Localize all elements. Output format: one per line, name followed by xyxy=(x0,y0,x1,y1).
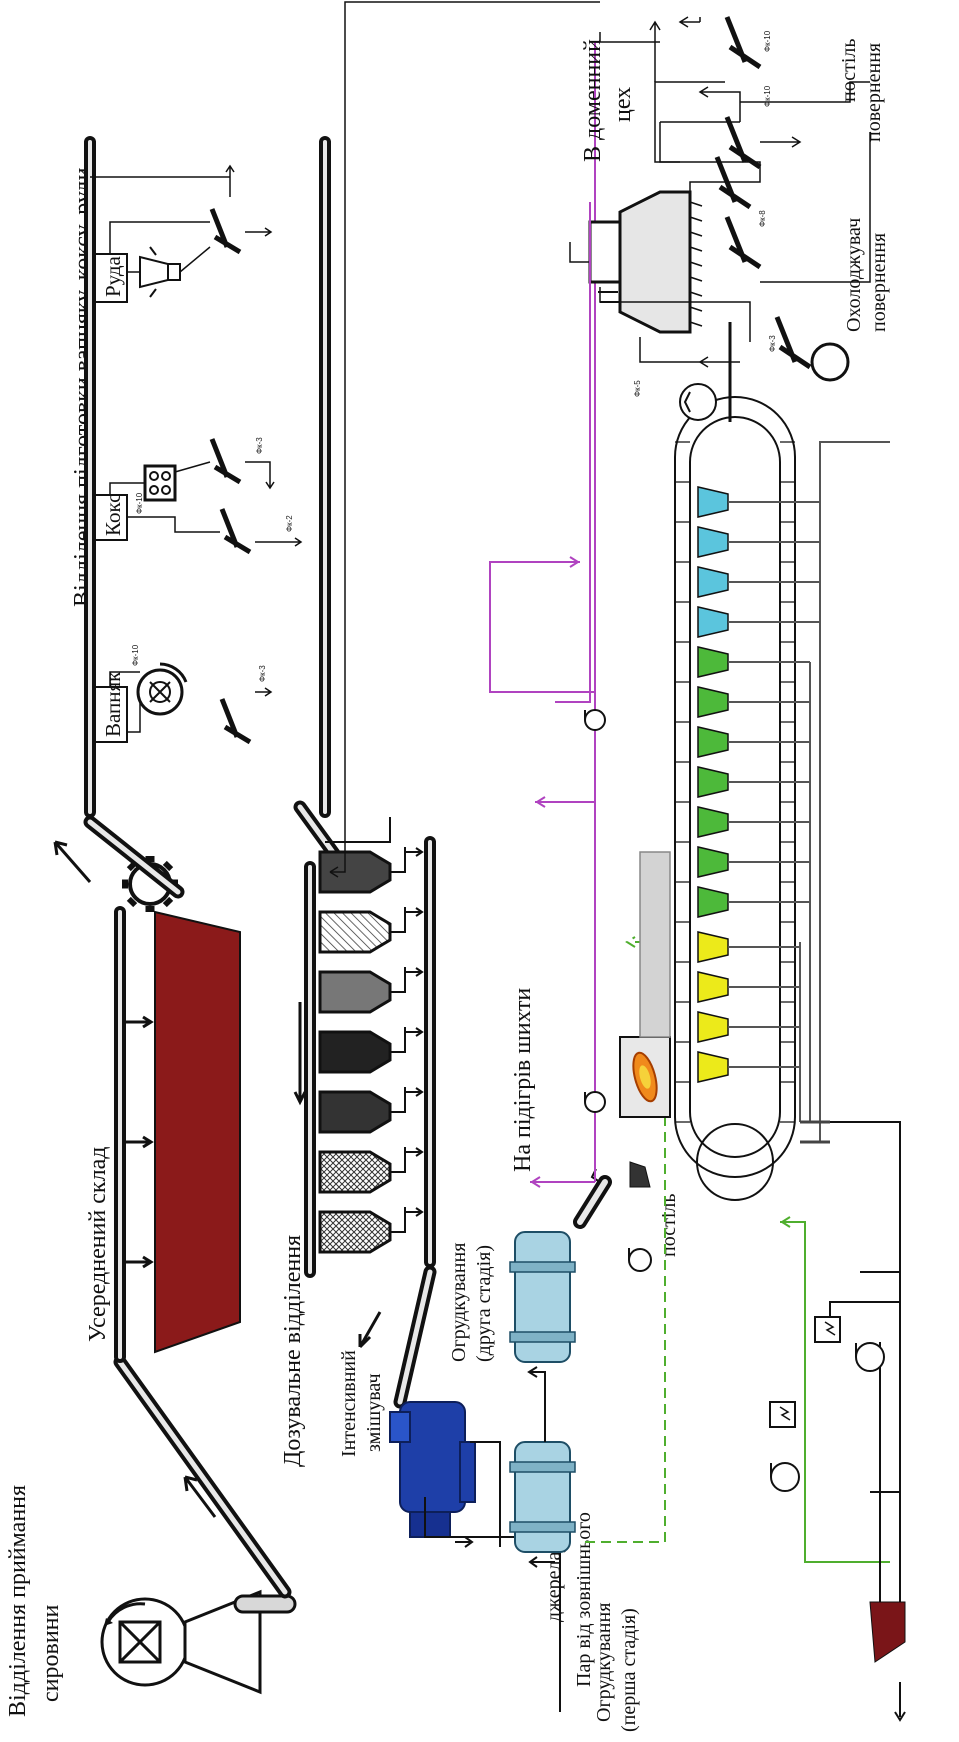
sinter-machine xyxy=(675,384,795,1200)
preheating-hood xyxy=(640,852,670,1037)
pelletizer-drum-stage1 xyxy=(510,1442,575,1552)
pelletizing-stage1-label-line1: Огрудкування xyxy=(593,1603,615,1722)
svg-text:Фк-2: Фк-2 xyxy=(285,515,294,532)
svg-text:Фк-10: Фк-10 xyxy=(131,644,140,666)
hearth-layer-label-left: постіль xyxy=(658,1194,680,1257)
return-sinter-line xyxy=(330,2,600,872)
cooler-returns-label-line1: Охолоджувач xyxy=(843,218,865,332)
flow-arrow-icon xyxy=(55,842,90,882)
limestone-label: Вапняк xyxy=(101,671,125,737)
wind-box xyxy=(698,607,728,637)
return-label-right: повернення xyxy=(863,43,885,142)
sinter-cooler-icon xyxy=(590,192,702,332)
drive-sprocket xyxy=(697,1124,773,1200)
warehouse-pile xyxy=(155,912,240,1352)
pelletizing-stage2-label-line2: (друга стадія) xyxy=(473,1245,495,1362)
hammer-crusher-icon xyxy=(138,664,186,714)
svg-text:Фк-5: Фк-5 xyxy=(633,380,642,397)
charge-heating-label: На підігрів шихти xyxy=(510,988,536,1172)
electrostatic-filter-icon xyxy=(815,1317,840,1342)
wind-box xyxy=(698,1012,728,1042)
wagon-tippler-icon xyxy=(102,1599,188,1685)
gas-fan-icon xyxy=(585,1092,605,1112)
roller-crusher-icon xyxy=(145,466,175,500)
svg-text:Фк-3: Фк-3 xyxy=(258,665,267,682)
dosing-bin xyxy=(320,1032,390,1072)
svg-text:Фк-10: Фк-10 xyxy=(135,492,144,514)
svg-text:Фк-10: Фк-10 xyxy=(763,85,772,107)
hearth-layer-feeder xyxy=(630,1162,650,1187)
steam-source-label-line1: Пар від зовнішнього xyxy=(573,1512,595,1687)
pelletizer-drum-stage2 xyxy=(510,1232,575,1362)
wind-box xyxy=(698,567,728,597)
flow-arrow-icon xyxy=(295,1002,305,1102)
pelletizing-stage1-label-line2: (перша стадія) xyxy=(618,1608,640,1732)
wind-box xyxy=(698,887,728,917)
wind-box xyxy=(698,687,728,717)
prep-connection-lines xyxy=(90,166,301,732)
dosing-bin xyxy=(320,1092,390,1132)
dosing-department-label: Дозувальне відділення xyxy=(280,1235,306,1467)
svg-text:Фк-8: Фк-8 xyxy=(758,210,767,227)
dosing-feeders xyxy=(390,847,422,1232)
wind-box xyxy=(698,647,728,677)
svg-text:Фк-3: Фк-3 xyxy=(255,437,264,454)
svg-text:Фк-10: Фк-10 xyxy=(763,30,772,52)
exhaust-fan-icon xyxy=(856,1343,884,1371)
wind-box xyxy=(698,972,728,1002)
wind-box xyxy=(698,807,728,837)
hearth-layer-label-right: постіль xyxy=(838,39,860,102)
raw-receiving-label-line2: сировини xyxy=(38,1604,64,1702)
dosing-bins xyxy=(320,852,390,1252)
to-blast-furnace-label-line2: цех xyxy=(610,87,636,122)
dosing-bin xyxy=(320,1152,390,1192)
pallet-track xyxy=(675,397,795,1177)
intensive-mixer-label-line2: змішувач xyxy=(363,1373,385,1452)
intensive-mixer-label-line1: Інтенсивний xyxy=(338,1350,360,1457)
exhaust-ducts xyxy=(728,442,890,1142)
wind-box xyxy=(698,847,728,877)
vibrating-screens xyxy=(212,209,250,742)
raw-receiving-label-line1: Відділення приймання xyxy=(5,1485,31,1717)
cone-crusher-icon xyxy=(140,247,180,297)
flow-arrow-icon xyxy=(529,1367,545,1442)
coke-label: Кокс xyxy=(101,494,125,536)
steam-line-dashed xyxy=(585,1062,665,1542)
wind-box xyxy=(698,727,728,757)
pelletizing-stage2-label-line1: Огрудкування xyxy=(448,1243,470,1362)
svg-text:Фк-3: Фк-3 xyxy=(768,335,777,352)
dosing-bin xyxy=(320,912,390,952)
wind-box xyxy=(698,527,728,557)
wind-box xyxy=(698,1052,728,1082)
wind-box xyxy=(698,767,728,797)
raw-receiving-label: Відділення приймання сировини xyxy=(5,1485,64,1717)
averaging-warehouse-label: Усереднений склад xyxy=(85,1147,111,1342)
ore-label: Руда xyxy=(101,255,125,297)
to-blast-furnace-label-line1: В доменний xyxy=(580,39,606,162)
flow-arrow-icon xyxy=(360,1312,380,1347)
wind-box xyxy=(698,487,728,517)
tripper-arrows xyxy=(126,1017,151,1267)
stack-icon xyxy=(870,1602,905,1662)
dosing-bin xyxy=(320,972,390,1012)
electrostatic-filter-icon xyxy=(770,1402,795,1427)
intensive-mixer-icon xyxy=(390,1402,475,1537)
steam-line-solid xyxy=(780,1217,890,1562)
dosing-bin xyxy=(320,1212,390,1252)
cooler-returns-label-line2: повернення xyxy=(868,233,890,332)
wind-box xyxy=(698,932,728,962)
gas-fan-icon xyxy=(585,710,605,730)
cooler-returns-icon xyxy=(812,344,848,380)
wind-boxes xyxy=(698,487,728,1082)
pelletizer-fan-icon xyxy=(629,1248,651,1271)
exhaust-fan-icon xyxy=(771,1463,799,1491)
